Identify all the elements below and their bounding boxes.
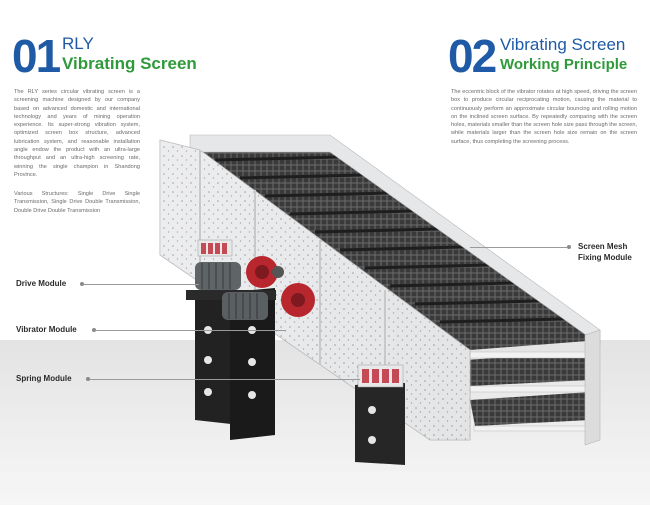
callout-vibrator-leader <box>96 330 286 331</box>
callout-vibrator-module: Vibrator Module <box>16 325 77 334</box>
section-number-01: 01 <box>12 30 61 82</box>
callout-screen-mesh-dot <box>567 245 571 249</box>
lower-screen-deck <box>470 392 590 426</box>
drive-motors <box>195 262 268 320</box>
right-description: The eccentric block of the vibrator rota… <box>451 89 637 145</box>
right-title-line2: Working Principle <box>500 56 628 73</box>
left-structures: Various Structures: Single Drive Single … <box>14 191 140 214</box>
callout-spring-leader <box>90 379 360 380</box>
left-title-line1: RLY <box>62 34 94 53</box>
callout-spring-dot <box>86 377 90 381</box>
right-spring-box <box>357 364 404 388</box>
callout-screen-mesh-line1: Screen Mesh <box>578 242 628 251</box>
right-support <box>355 383 405 465</box>
right-title-line1: Vibrating Screen <box>500 35 626 54</box>
callout-vibrator-dot <box>92 328 96 332</box>
middle-screen-deck <box>465 352 590 386</box>
callout-drive-leader <box>84 284 199 285</box>
section-number-02: 02 <box>448 30 497 82</box>
left-title-line2: Vibrating Screen <box>62 54 197 73</box>
callout-drive-dot <box>80 282 84 286</box>
left-description: The RLY series circular vibrating screen… <box>14 89 140 178</box>
vibrator-exciters <box>246 256 315 317</box>
callout-screen-mesh-line2: Fixing Module <box>578 253 632 262</box>
callout-spring-module: Spring Module <box>16 374 72 383</box>
callout-screen-mesh-leader <box>470 247 567 248</box>
callout-drive-module: Drive Module <box>16 279 67 288</box>
